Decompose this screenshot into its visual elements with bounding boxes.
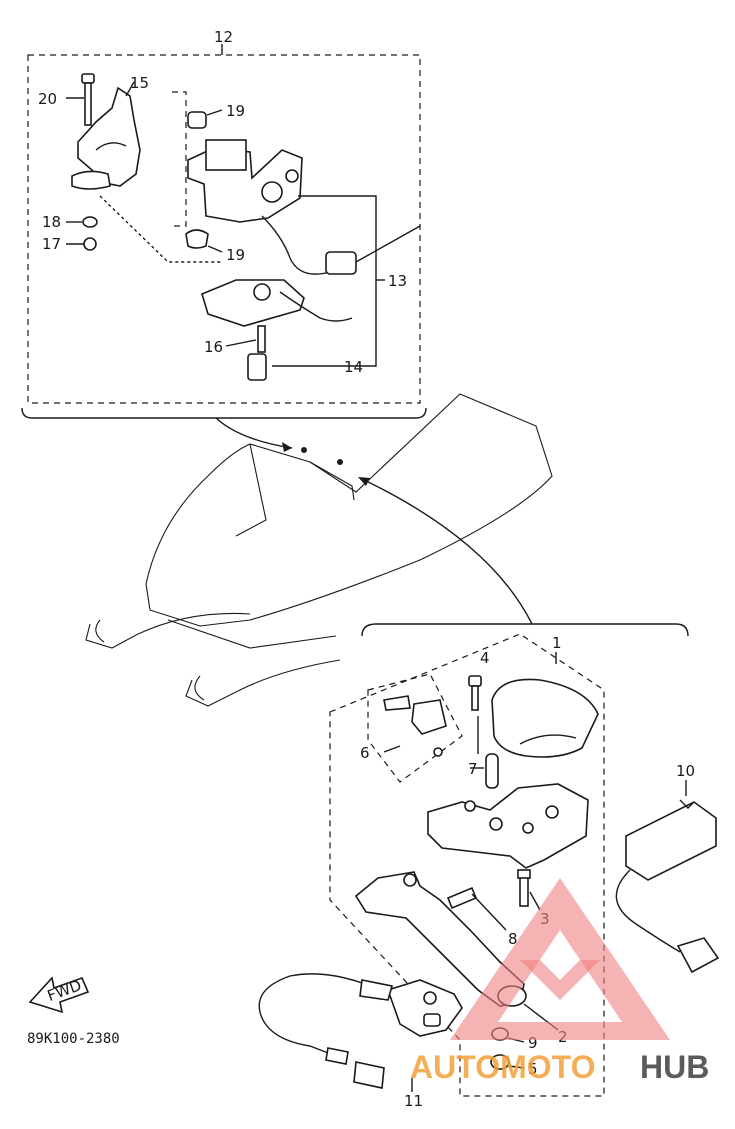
- callout-14: 14: [344, 358, 363, 376]
- callout-7: 7: [468, 760, 478, 778]
- callout-4: 4: [480, 649, 490, 667]
- callout-12: 12: [214, 28, 233, 46]
- callout-19-top: 19: [226, 102, 245, 120]
- watermark-text-dark: HUB: [640, 1049, 709, 1085]
- watermark: AUTOMOTO HUB: [410, 878, 709, 1085]
- snowmobile-outline: [85, 393, 553, 707]
- part-11-switch-harness: [258, 973, 463, 1092]
- forward-arrow-icon: FWD: [28, 976, 90, 1014]
- part-5-nut: [490, 1054, 525, 1070]
- part-7-pin: [470, 753, 499, 789]
- callout-18: 18: [42, 213, 61, 231]
- watermark-text-orange: AUTOMOTO: [410, 1049, 595, 1085]
- assembly-box-12: [21, 44, 427, 419]
- watermark-logo-icon: [450, 878, 670, 1040]
- housing-cover: [491, 678, 599, 758]
- part-19-grommet-top: [187, 109, 223, 129]
- callout-17: 17: [42, 235, 61, 253]
- assembly-frame-1: [329, 623, 689, 1097]
- callout-5: 5: [528, 1060, 538, 1078]
- part-13-control-unit: [187, 139, 421, 275]
- callout-15: 15: [130, 74, 149, 92]
- callout-10: 10: [676, 762, 695, 780]
- part-6-group: [367, 673, 463, 783]
- throttle-housing: [427, 783, 589, 869]
- part-14-mount-base: [201, 279, 353, 381]
- part-10-connector: [615, 780, 720, 974]
- part-4-screw: [468, 675, 482, 711]
- callout-13: 13: [388, 272, 407, 290]
- part-15-bracket: [71, 81, 141, 190]
- part-3-bolt: [517, 869, 531, 907]
- callout-11: 11: [404, 1092, 423, 1110]
- callout-8: 8: [508, 930, 518, 948]
- callout-19-bottom: 19: [226, 246, 245, 264]
- callout-6: 6: [360, 744, 370, 762]
- location-arrows: [215, 417, 533, 625]
- leader-lines-top: [225, 195, 385, 367]
- part-17-nut: [66, 237, 97, 251]
- callout-labels: 12 20 15 19 19 18 17 13 16 14 1 4 6 7 10…: [38, 28, 695, 1110]
- callout-9: 9: [528, 1034, 538, 1052]
- part-19-grommet-bottom: [185, 229, 223, 253]
- callout-16: 16: [204, 338, 223, 356]
- part-20-bolt: [66, 73, 95, 126]
- callout-20: 20: [38, 90, 57, 108]
- drawing-code: 89K100-2380: [27, 1031, 120, 1047]
- part-18-washer: [66, 216, 98, 228]
- part-8-screw: [446, 886, 507, 931]
- callout-1: 1: [552, 634, 562, 652]
